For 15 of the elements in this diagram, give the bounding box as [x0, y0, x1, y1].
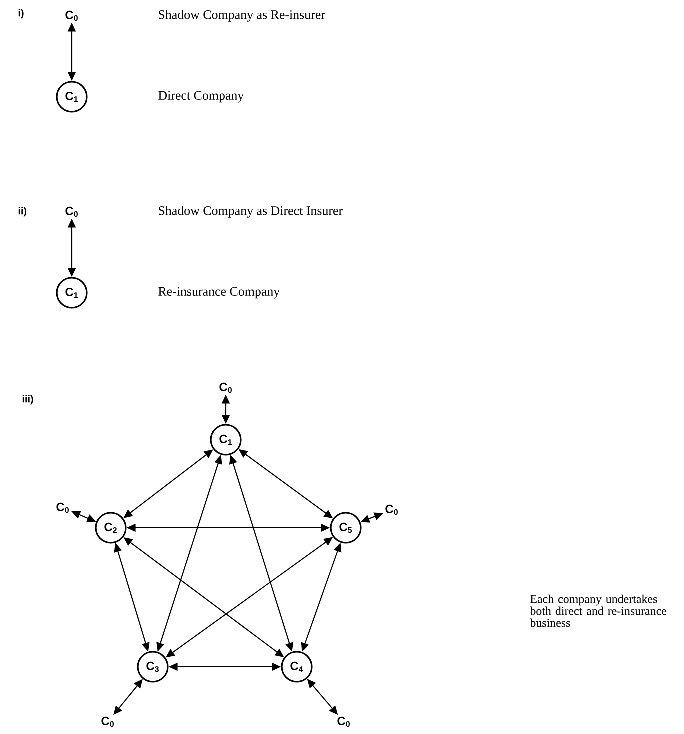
description-text: Direct Company	[158, 91, 244, 103]
part-number: i)	[18, 9, 24, 19]
company-label: C$_{0}$	[102, 716, 114, 728]
company-label: C$_{0}$	[66, 10, 78, 22]
company-label: C$_{0}$	[220, 382, 232, 394]
description-text: Shadow Company as Re-insurer	[159, 10, 326, 22]
description-text: Re-insurance Company	[158, 287, 280, 299]
part-number: iii)	[22, 395, 34, 405]
company-label: C$_{0}$	[386, 504, 398, 516]
note-text: Each company undertakes both direct and re-insurance business	[530, 594, 667, 628]
company-label: C$_{0}$	[56, 502, 69, 514]
description-text: Shadow Company as Direct Insurer	[159, 206, 343, 218]
company-label: C$_{0}$	[338, 716, 350, 728]
part-number: ii)	[18, 207, 27, 217]
company-label: C$_{0}$	[66, 206, 78, 218]
